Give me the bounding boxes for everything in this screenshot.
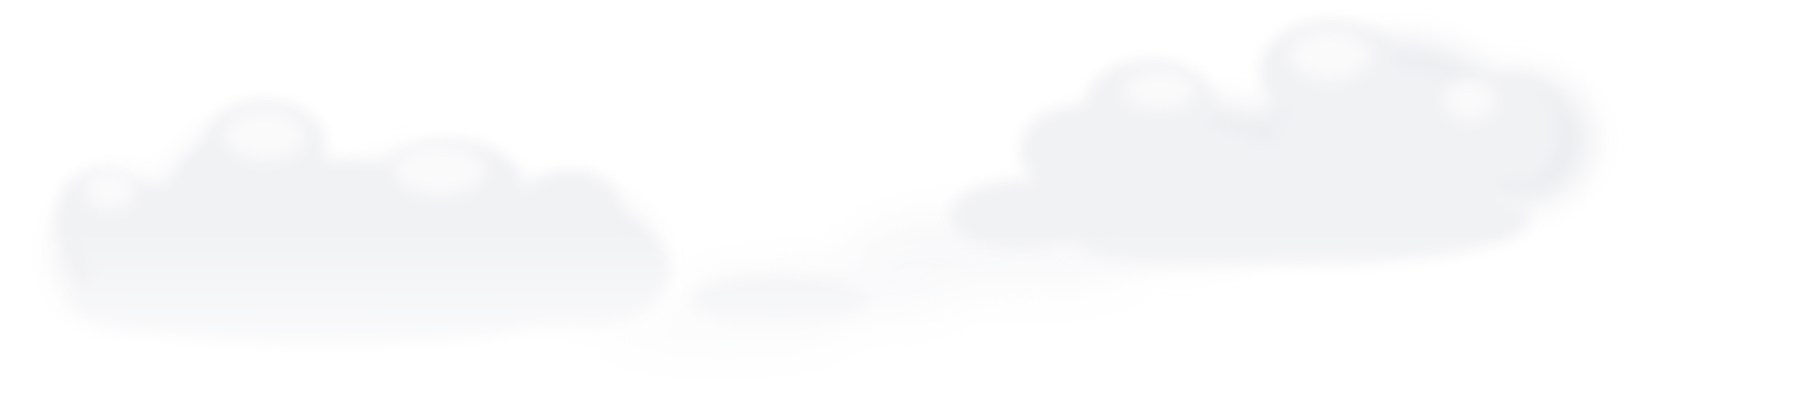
cloud-scene bbox=[0, 0, 1801, 416]
cloud-illustration bbox=[0, 0, 1801, 416]
bottom-fade bbox=[0, 0, 1801, 416]
